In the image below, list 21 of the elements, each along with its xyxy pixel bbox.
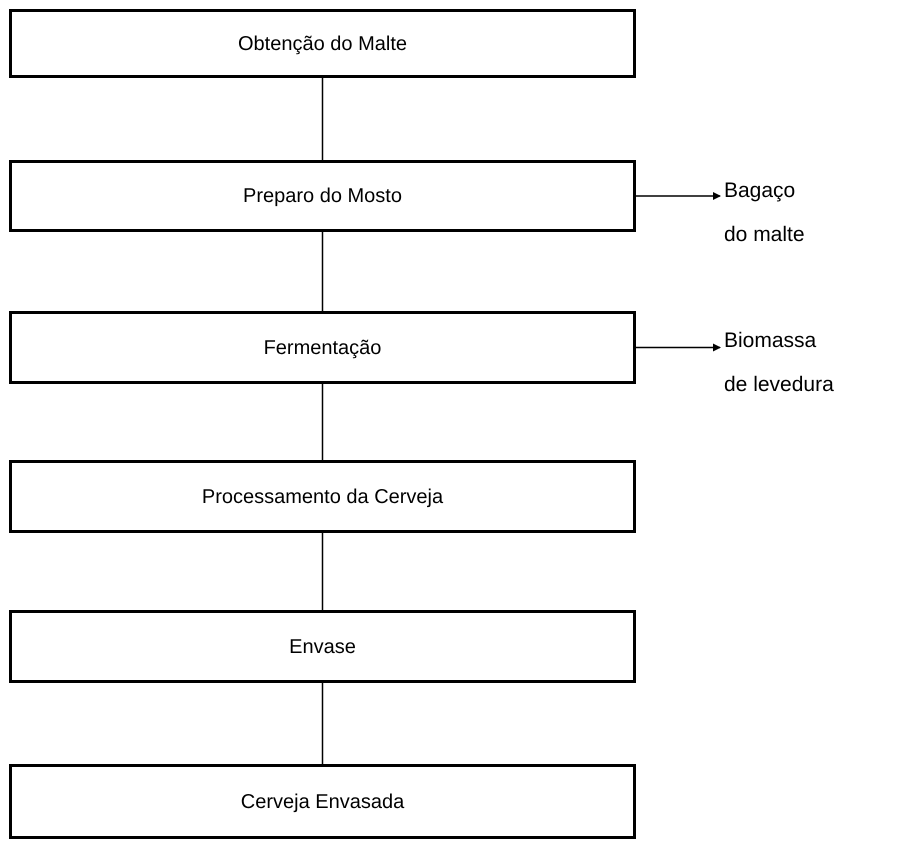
process-box: [9, 9, 636, 78]
connector-line: [322, 533, 324, 610]
connector-line: [322, 683, 324, 764]
connector-line: [322, 384, 324, 460]
step-label: Envase: [289, 634, 356, 660]
process-box: [9, 764, 636, 839]
step-label: Preparo do Mosto: [243, 184, 402, 209]
arrow: [636, 192, 721, 200]
connector-line: [322, 232, 324, 311]
arrow: [636, 344, 721, 352]
process-box: [9, 311, 636, 384]
step-label: Processamento da Cerveja: [202, 484, 444, 510]
process-box: [9, 610, 636, 683]
process-box: [9, 460, 636, 533]
step-label: Cerveja Envasada: [240, 790, 404, 814]
step-label: Obtenção do Malte: [238, 32, 407, 56]
step-label: Fermentação: [264, 336, 382, 360]
connector-line: [322, 78, 324, 160]
output-label: Biomassa de levedura: [724, 328, 839, 398]
output-label: Bagaço do malte: [724, 178, 819, 248]
process-box: [9, 160, 636, 232]
